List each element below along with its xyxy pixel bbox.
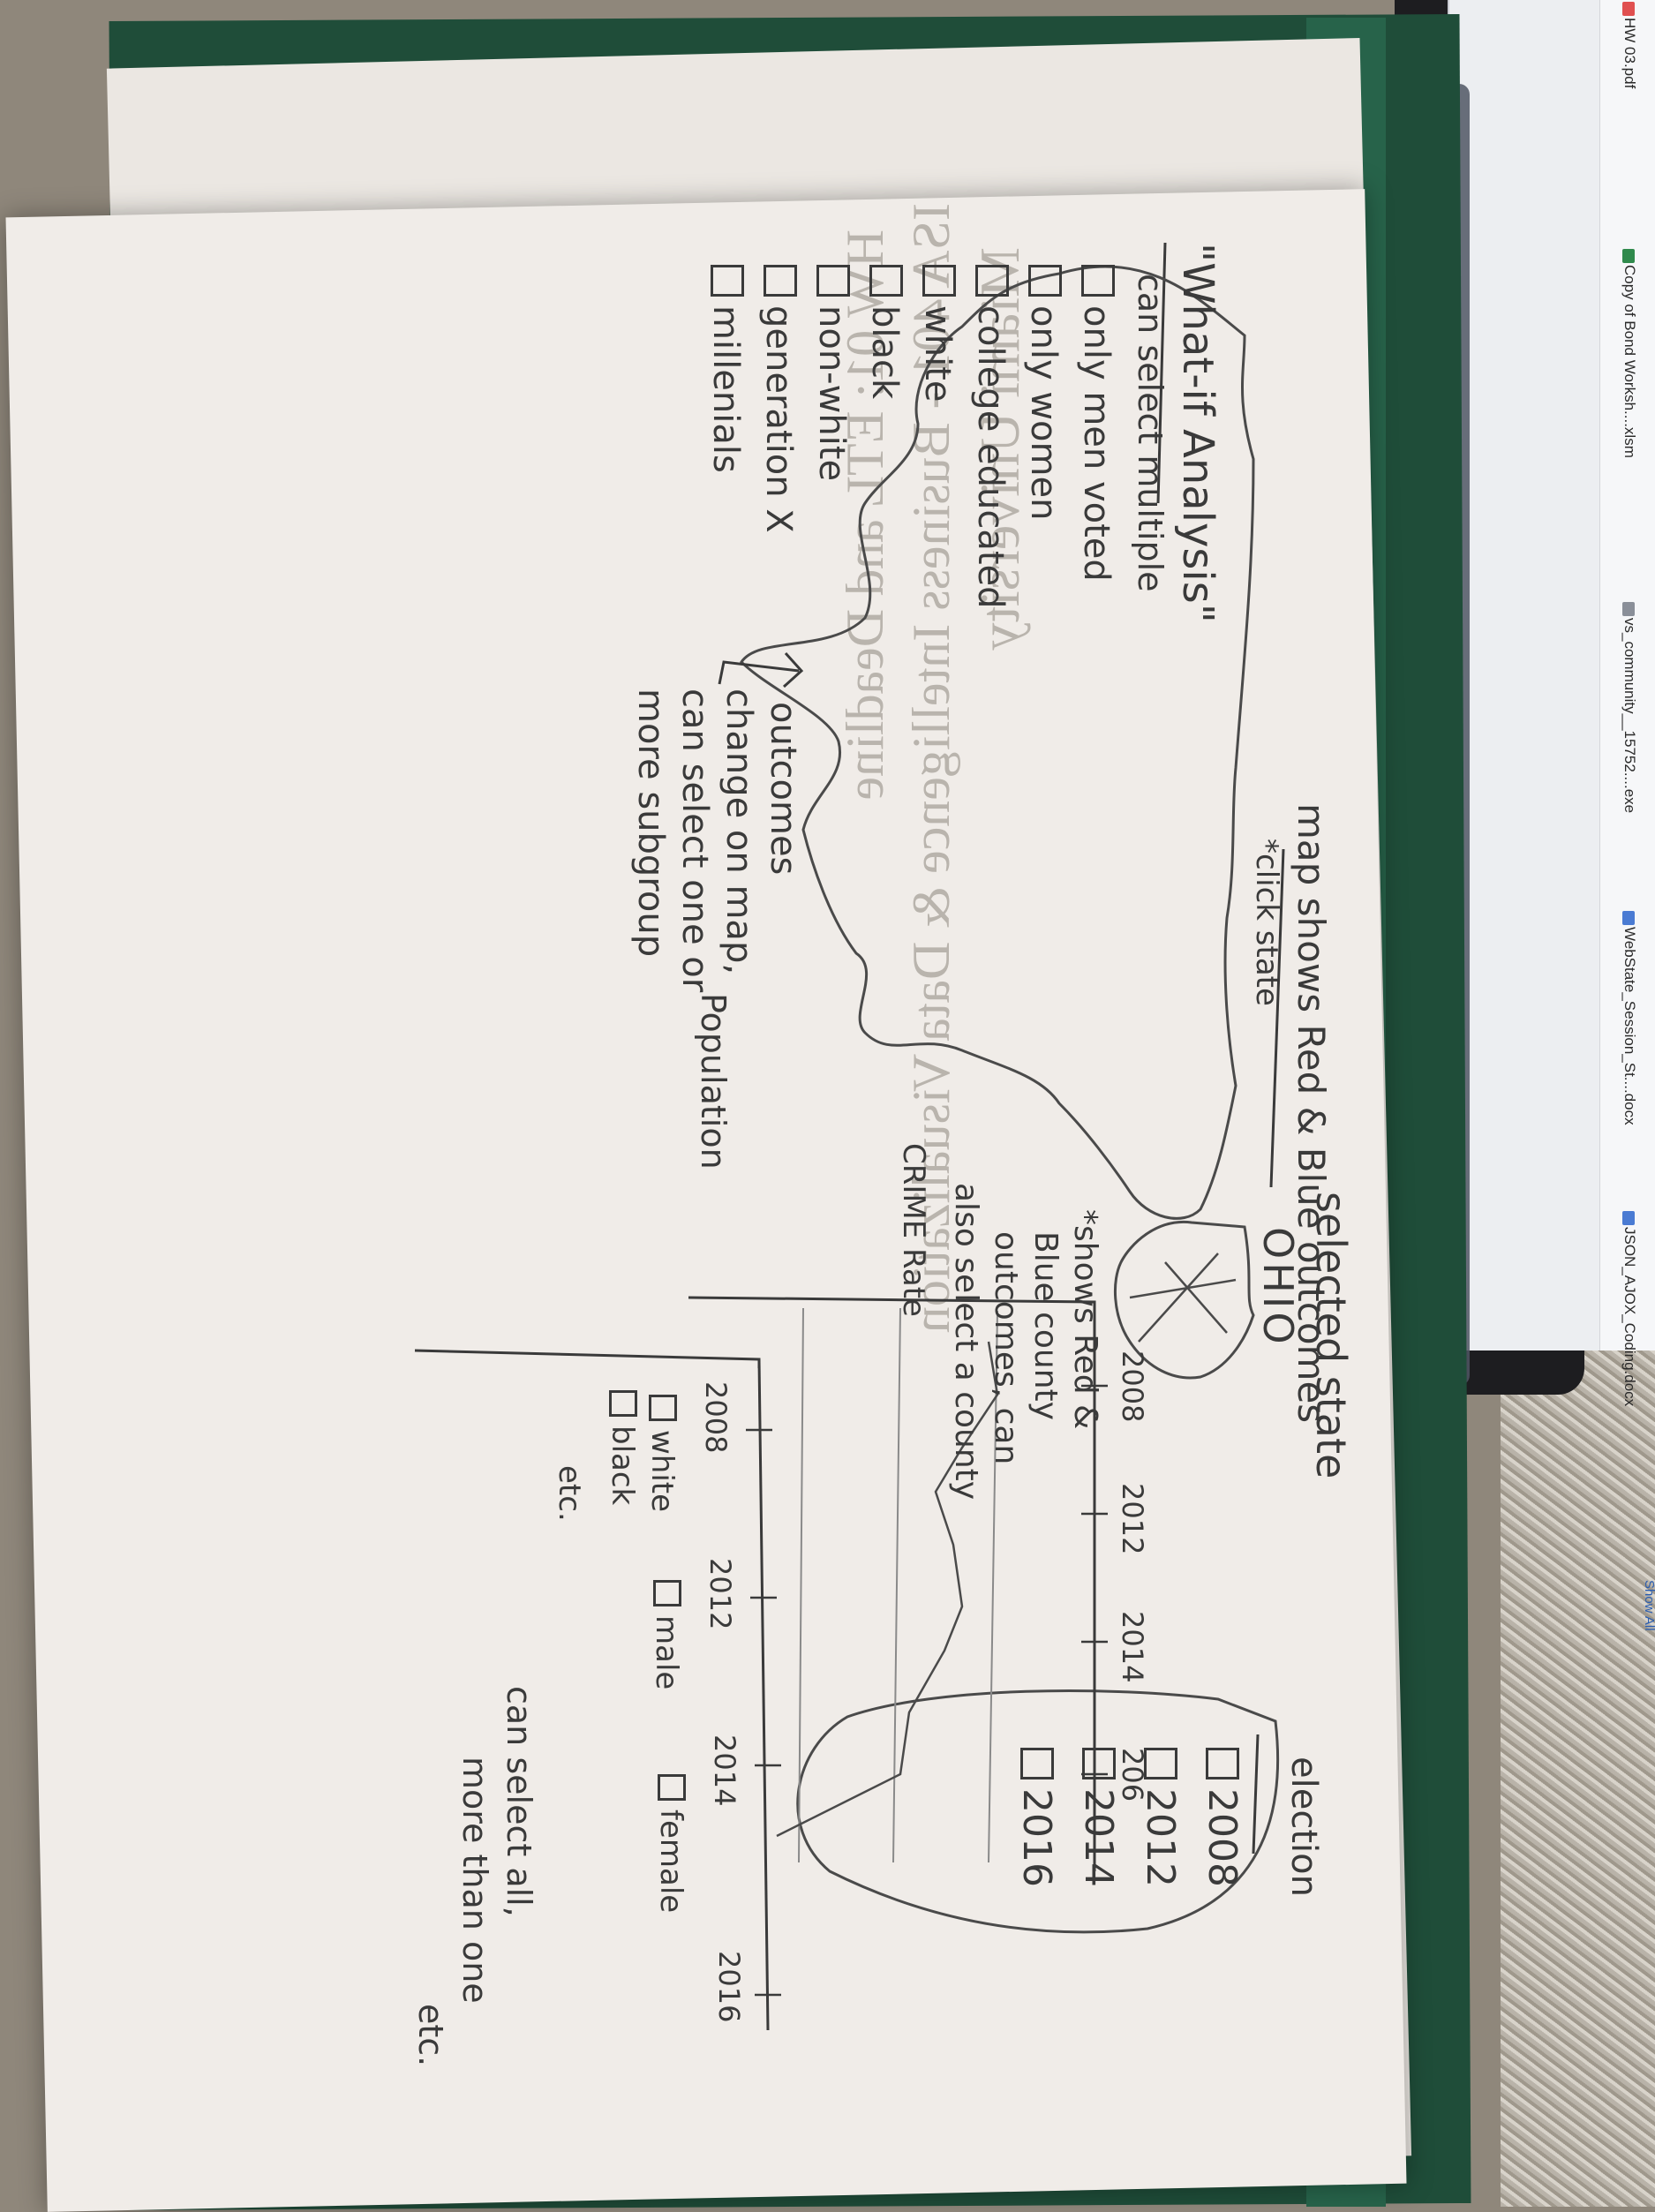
crime-axis-2012: 2012 — [1116, 1483, 1149, 1555]
whatif-title: "What-if Analysis" — [1173, 243, 1222, 623]
election-2008[interactable]: 2008 — [1200, 1748, 1245, 1887]
election-2014[interactable]: 2014 — [1076, 1748, 1121, 1887]
crime-trend-line — [776, 1341, 999, 1838]
outcome-note-1: outcomes — [763, 702, 803, 876]
tab-label: Copy of Bond Worksh....xlsm — [1621, 265, 1638, 458]
county-note-2: Blue county — [1027, 1231, 1064, 1420]
checkbox[interactable] — [711, 265, 744, 297]
browser-tab-bar — [1599, 0, 1655, 1351]
tab-label: WebState_Session_St....docx — [1621, 927, 1638, 1125]
population-chart-title: Population — [694, 993, 733, 1170]
option-non-white[interactable]: non-white — [811, 265, 852, 481]
select-all-note-1: can select all, — [500, 1686, 538, 1917]
election-title: election — [1283, 1757, 1324, 1897]
checkbox[interactable] — [1206, 1748, 1239, 1779]
filter-female[interactable]: female — [653, 1774, 688, 1913]
option-only-men[interactable]: only men voted — [1076, 265, 1117, 582]
show-all-label: Show All — [1642, 1580, 1655, 1631]
checkbox[interactable] — [1020, 1748, 1054, 1779]
tab-label: HW 03.pdf — [1621, 18, 1638, 89]
sketch-drawing — [414, 242, 1285, 2031]
crime-axis-2014: 2014 — [1116, 1611, 1149, 1683]
crime-axis-206: 206 — [1116, 1748, 1149, 1802]
checkbox[interactable] — [609, 1390, 637, 1417]
option-black[interactable]: black — [864, 265, 905, 399]
selected-state-value: OHIO — [1254, 1227, 1302, 1348]
whatif-subtitle: can select multiple — [1131, 274, 1170, 592]
checkbox[interactable] — [1028, 265, 1062, 297]
pdf-file-icon — [1622, 2, 1635, 16]
crime-chart-title: CRIME Rate — [896, 1143, 931, 1317]
county-note-4: also select a county — [948, 1183, 984, 1501]
outcome-note-3: can select one or — [674, 688, 715, 993]
tab-vs-community[interactable]: vs_community__15752....exe — [1601, 602, 1652, 813]
crime-axis-2008: 2008 — [1116, 1351, 1149, 1423]
filter-black[interactable]: black — [605, 1390, 640, 1505]
checkbox[interactable] — [816, 265, 850, 297]
election-2016[interactable]: 2016 — [1014, 1748, 1059, 1887]
checkbox[interactable] — [764, 265, 797, 297]
word-file-icon — [1622, 911, 1635, 925]
handwritten-notes: Miami University ISA 401 - Business Inte… — [88, 194, 1377, 2180]
tab-bond-worksheet[interactable]: Copy of Bond Worksh....xlsm — [1601, 249, 1652, 458]
map-click-note: *click state — [1249, 839, 1284, 1006]
option-generation-x[interactable]: generation X — [758, 265, 799, 533]
checkbox[interactable] — [869, 265, 903, 297]
etc-note: etc. — [552, 1465, 587, 1522]
county-note-3: outcomes, can — [988, 1231, 1024, 1465]
show-all-button[interactable]: Show All — [1620, 1580, 1655, 1631]
option-college-educated[interactable]: college educated — [970, 265, 1011, 609]
population-axis-2014: 2014 — [708, 1734, 741, 1807]
tab-webstate-session[interactable]: WebState_Session_St....docx — [1601, 911, 1652, 1125]
checkbox[interactable] — [649, 1395, 677, 1421]
population-axis-2008: 2008 — [699, 1381, 733, 1454]
option-white[interactable]: white — [917, 265, 958, 402]
option-only-women[interactable]: only women — [1023, 265, 1064, 520]
county-note-1: *shows Red & — [1067, 1209, 1103, 1430]
population-axis-2016: 2016 — [712, 1951, 746, 2023]
select-all-note-2: more than one — [455, 1757, 494, 2004]
outcome-note-4: more subgroup — [630, 688, 671, 958]
outcome-note-2: change on map, — [718, 688, 759, 975]
population-axis-2012: 2012 — [703, 1558, 737, 1630]
filter-male[interactable]: male — [649, 1580, 684, 1689]
checkbox[interactable] — [1082, 1748, 1116, 1779]
word-file-icon — [1622, 1211, 1635, 1225]
exe-file-icon — [1622, 602, 1635, 616]
filter-white[interactable]: white — [644, 1395, 680, 1512]
tab-hw03-pdf[interactable]: HW 03.pdf — [1601, 2, 1652, 88]
checkbox[interactable] — [975, 265, 1009, 297]
tab-json-ajox[interactable]: JSON_AJOX_Coding.docx — [1601, 1211, 1652, 1406]
tab-label: JSON_AJOX_Coding.docx — [1621, 1227, 1638, 1407]
excel-file-icon — [1622, 249, 1635, 263]
select-all-note-3: etc. — [411, 2004, 450, 2067]
tab-label: vs_community__15752....exe — [1621, 618, 1638, 814]
selected-state-label: selected state — [1307, 1192, 1355, 1479]
checkbox[interactable] — [658, 1774, 686, 1801]
option-millenials[interactable]: millenials — [705, 265, 746, 473]
checkbox[interactable] — [653, 1580, 681, 1606]
checkbox[interactable] — [922, 265, 956, 297]
checkbox[interactable] — [1081, 265, 1115, 297]
